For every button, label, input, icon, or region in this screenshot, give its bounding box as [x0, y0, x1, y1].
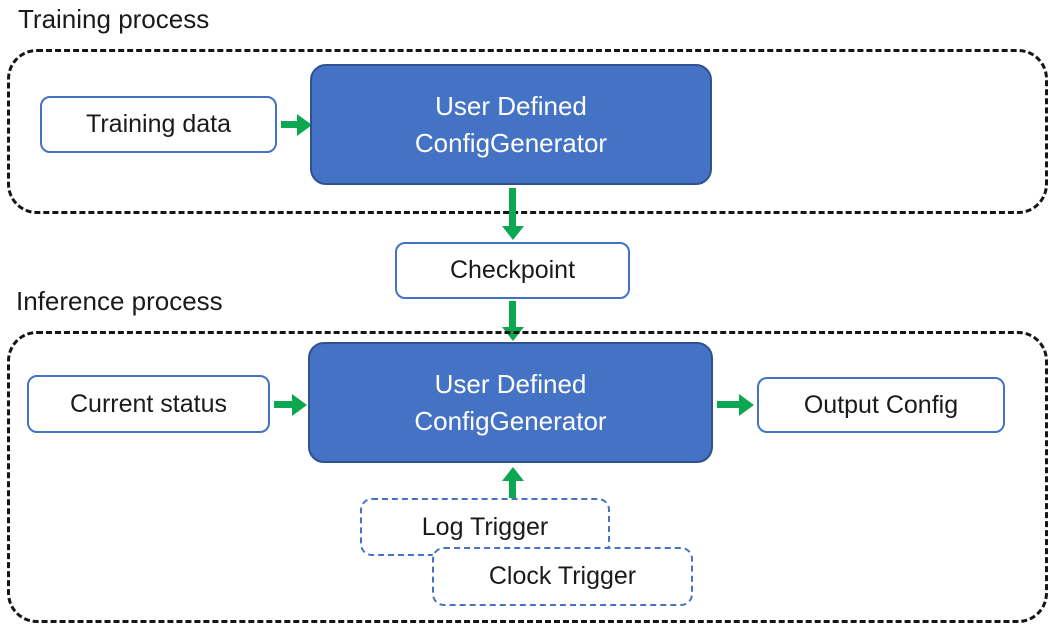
training-data-label: Training data — [86, 110, 231, 138]
checkpoint-node: Checkpoint — [395, 242, 630, 299]
current-status-node: Current status — [27, 375, 270, 433]
arrow-generator-to-output-config — [717, 401, 741, 408]
arrowhead-generator-to-output-config — [739, 394, 754, 416]
inference-process-container — [7, 331, 1048, 623]
inference-process-label: Inference process — [16, 286, 223, 316]
arrow-checkpoint-to-inference-generator — [509, 301, 516, 329]
arrow-triggers-to-generator — [509, 481, 516, 498]
arrowhead-triggers-to-generator — [502, 467, 524, 481]
training-data-node: Training data — [40, 96, 277, 153]
training-generator-line2: ConfigGenerator — [414, 127, 608, 158]
clock-trigger-label: Clock Trigger — [488, 562, 637, 590]
inference-generator-line1: User Defined — [434, 369, 587, 400]
arrowhead-training-data-to-generator — [297, 114, 312, 136]
inference-generator-line2: ConfigGenerator — [414, 405, 607, 436]
checkpoint-label: Checkpoint — [449, 256, 576, 284]
output-config-node: Output Config — [757, 377, 1005, 433]
training-generator-line1: User Defined — [435, 91, 587, 122]
training-process-label: Training process — [18, 4, 210, 34]
output-config-label: Output Config — [803, 390, 959, 419]
log-trigger-label: Log Trigger — [421, 512, 549, 541]
arrow-generator-to-checkpoint — [509, 188, 516, 228]
training-process-container — [7, 49, 1048, 214]
arrow-current-status-to-generator — [274, 401, 294, 408]
arrowhead-generator-to-checkpoint — [502, 226, 524, 240]
arrowhead-current-status-to-generator — [292, 394, 307, 416]
arrow-training-data-to-generator — [281, 121, 299, 128]
arrowhead-checkpoint-to-inference-generator — [502, 327, 524, 341]
clock-trigger-node: Clock Trigger — [432, 547, 693, 606]
training-config-generator-node: User Defined ConfigGenerator — [310, 64, 712, 185]
current-status-label: Current status — [69, 389, 227, 418]
inference-config-generator-node: User Defined ConfigGenerator — [308, 342, 713, 463]
